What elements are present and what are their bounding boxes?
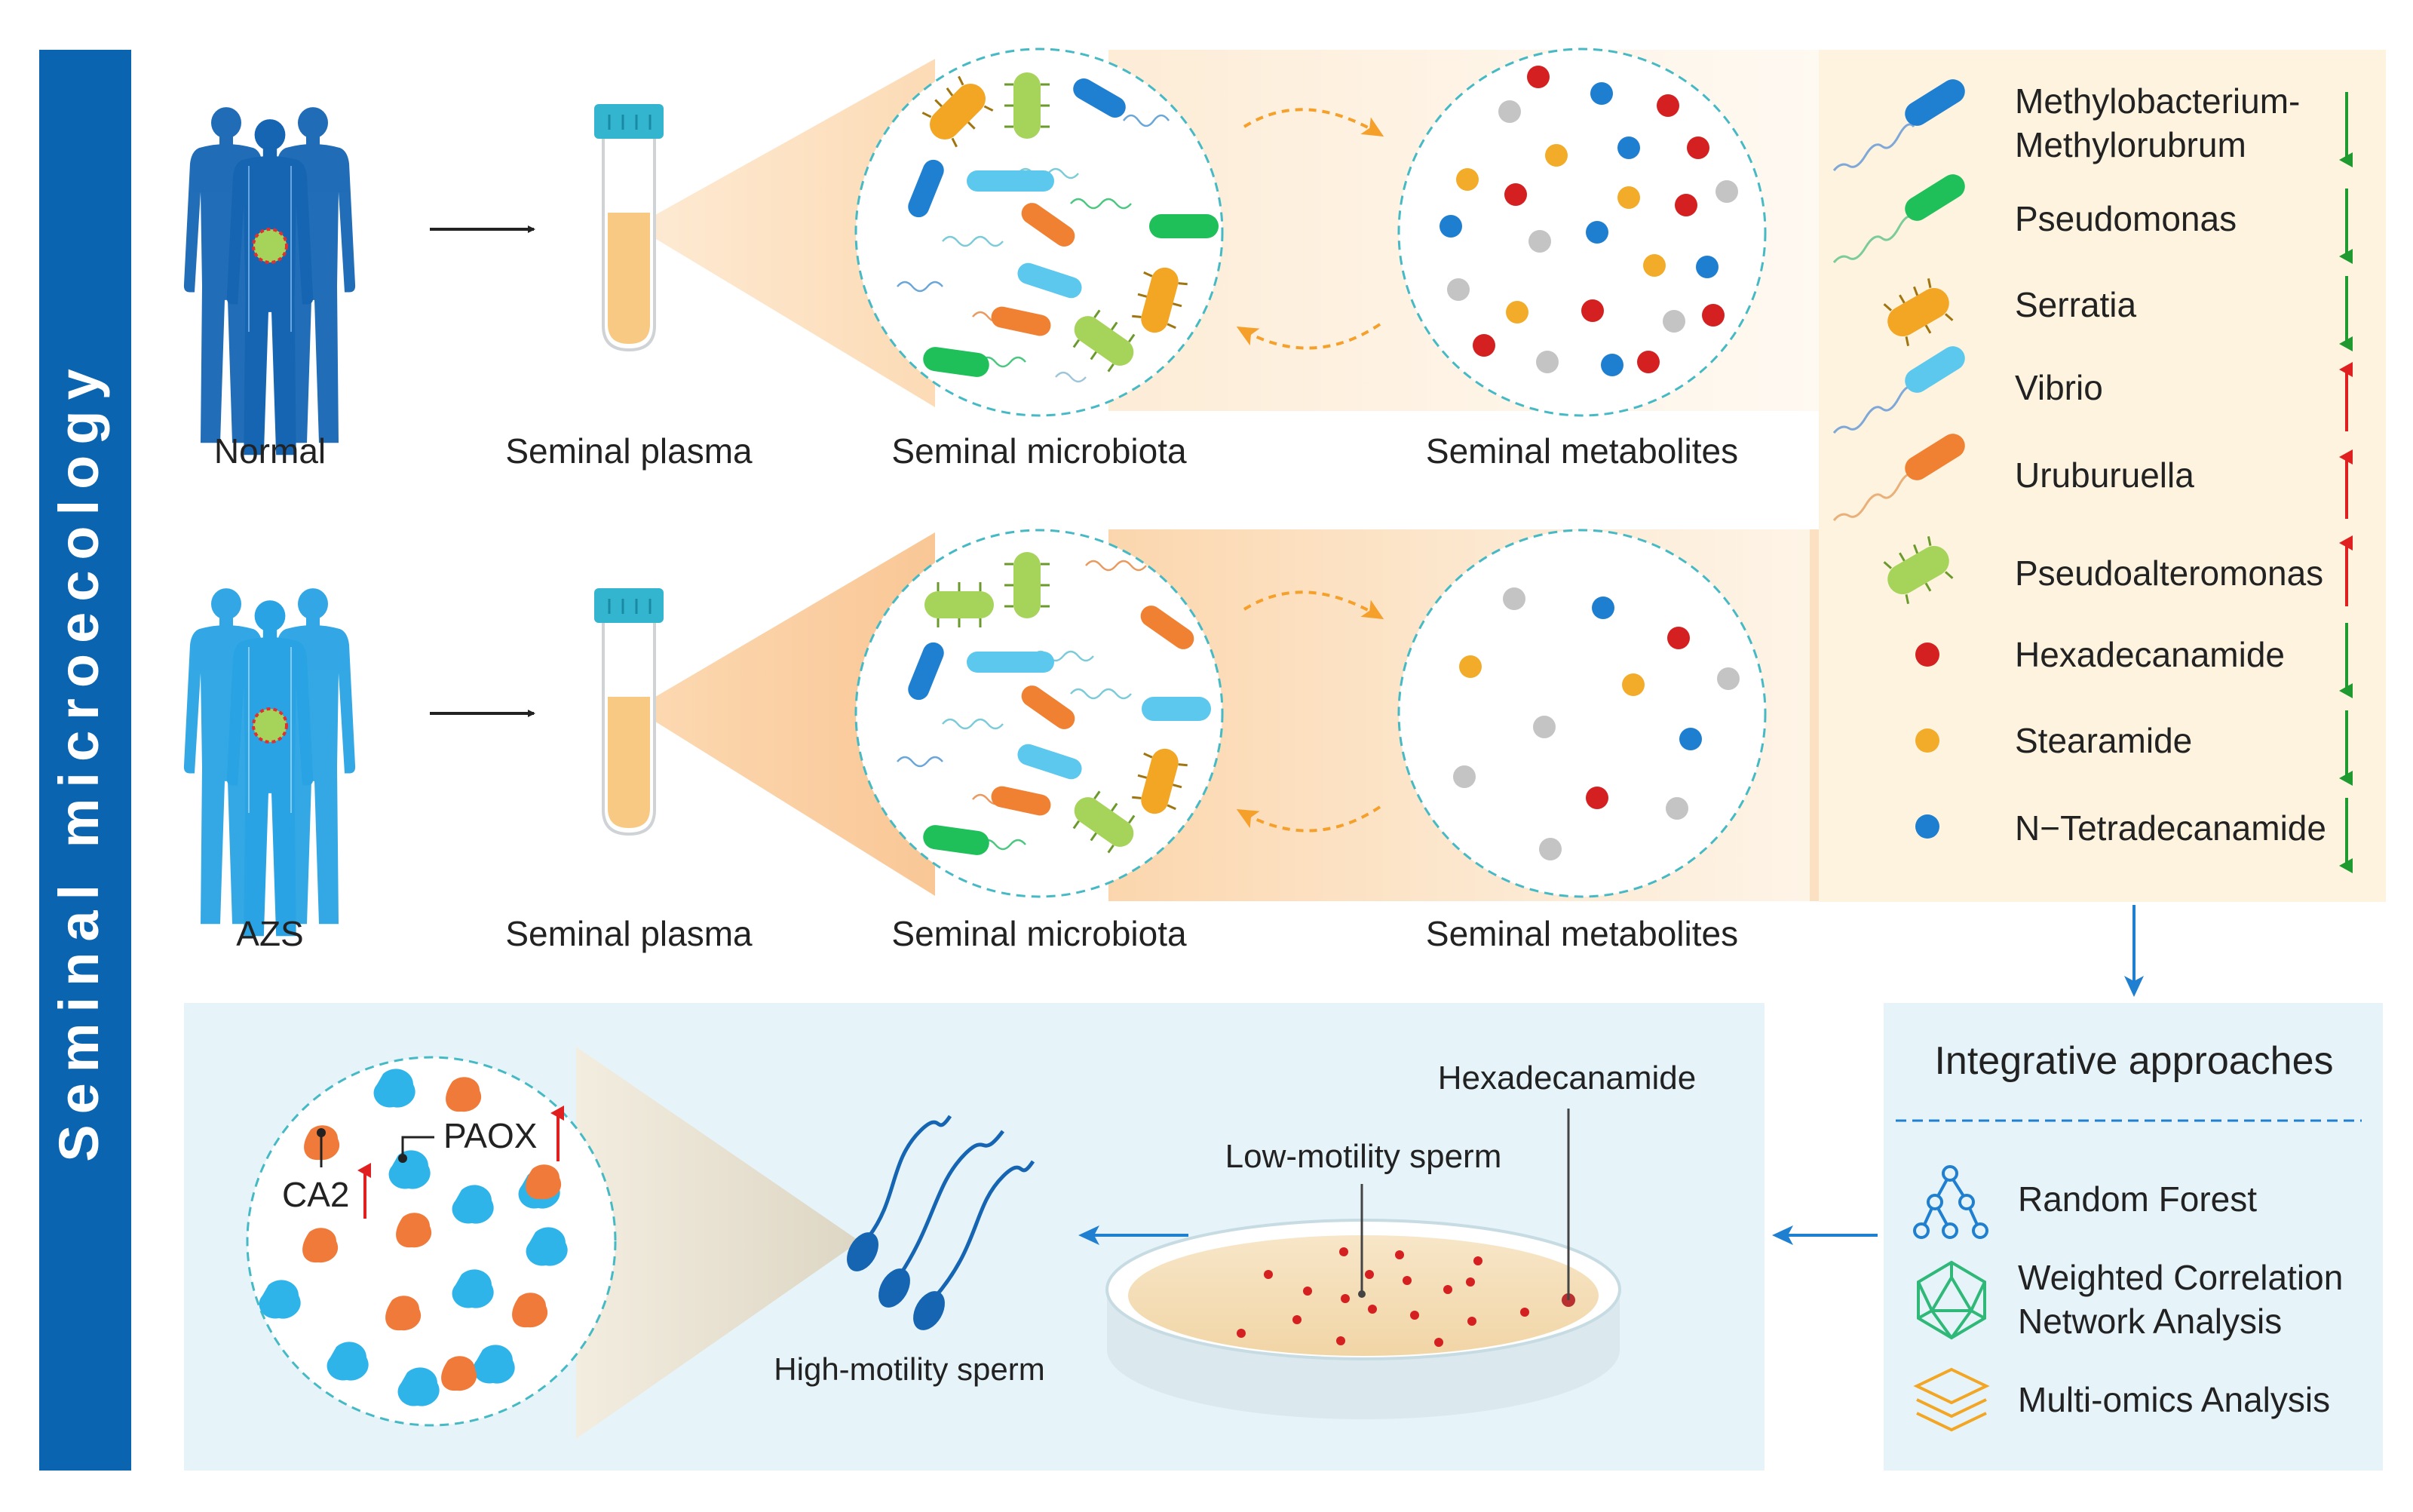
network-icosahedron-icon <box>1917 1260 1986 1340</box>
normal-people-icon <box>183 107 356 455</box>
azs-microbiota-circle <box>854 529 1224 898</box>
sperm-zoom-cone <box>576 1047 860 1439</box>
protein-zoom-circle <box>246 1056 617 1427</box>
method-label: Random Forest <box>2018 1179 2257 1219</box>
layers-icon <box>1913 1367 1990 1432</box>
legend-icon-uruburuella <box>1832 434 1965 521</box>
method-label: Multi-omics Analysis <box>2018 1380 2330 1419</box>
normal-microbiota-label: Seminal microbiota <box>891 431 1187 471</box>
azs-plasma-label: Seminal plasma <box>505 914 753 953</box>
legend: Methylobacterium- Methylorubrum Pseudomo… <box>1832 79 2353 873</box>
azs-feedback-arrow-left <box>1236 805 1381 833</box>
legend-label: Hexadecanamide <box>2015 635 2285 674</box>
petri-dish-icon <box>1105 1109 1621 1419</box>
azs-tube-icon <box>594 588 664 836</box>
legend-label: Uruburuella <box>2015 455 2194 495</box>
legend-icon-pseudoalteromonas <box>1883 535 1954 605</box>
normal-tube-icon <box>594 104 664 352</box>
legend-label: Serratia <box>2015 285 2136 324</box>
azs-people-icon <box>183 588 356 937</box>
legend-label: Vibrio <box>2015 368 2103 407</box>
normal-zoom-cone <box>635 59 935 407</box>
normal-feedback-arrow-right <box>1243 108 1384 137</box>
hexadecanamide-label: Hexadecanamide <box>1438 1060 1696 1096</box>
random-forest-icon <box>1913 1165 1988 1239</box>
side-label: Seminal microecology <box>48 358 110 1162</box>
azs-feedback-arrow-right <box>1243 590 1384 620</box>
azs-metabolites-circle <box>1397 529 1767 898</box>
low-motility-label: Low-motility sperm <box>1225 1138 1502 1175</box>
legend-label: Pseudoalteromonas <box>2015 554 2323 593</box>
azs-group-label: AZS <box>236 914 303 953</box>
legend-icon-vibrio <box>1832 346 1965 434</box>
legend-label: N−Tetradecanamide <box>2015 808 2326 848</box>
normal-metabolites-circle <box>1397 48 1767 417</box>
legend-icon-pseudomonas <box>1832 174 1965 263</box>
legend-label: Pseudomonas <box>2015 199 2237 238</box>
side-bar <box>39 50 131 1471</box>
legend-icon-serratia <box>1883 278 1954 347</box>
integrative-panel: Integrative approaches Random Forest Wei… <box>1884 1003 2383 1471</box>
method-label: Weighted Correlation <box>2018 1258 2343 1297</box>
normal-plasma-label: Seminal plasma <box>505 431 753 471</box>
integrative-title: Integrative approaches <box>1934 1039 2333 1083</box>
legend-icon-methylobacterium <box>1832 79 1965 171</box>
azs-zoom-cone <box>635 532 935 896</box>
azs-microbiota-label: Seminal microbiota <box>891 914 1187 953</box>
legend-label: Stearamide <box>2015 721 2192 760</box>
paox-label: PAOX <box>443 1116 537 1155</box>
normal-microbiota-circle <box>854 48 1224 417</box>
method-label: Network Analysis <box>2018 1302 2282 1341</box>
high-motility-label: High-motility sperm <box>774 1351 1044 1387</box>
legend-icon-n-tetradecanamide <box>1915 814 1939 839</box>
legend-label: Methylobacterium- <box>2015 81 2300 121</box>
azs-metabolites-label: Seminal metabolites <box>1426 914 1738 953</box>
normal-metabolites-label: Seminal metabolites <box>1426 431 1738 471</box>
high-motility-sperm-icon <box>847 1115 1035 1330</box>
normal-feedback-arrow-left <box>1236 323 1381 350</box>
normal-group-label: Normal <box>214 431 326 471</box>
legend-icon-stearamide <box>1915 728 1939 753</box>
legend-icon-hexadecanamide <box>1915 643 1939 667</box>
ca2-label: CA2 <box>282 1175 349 1214</box>
legend-label: Methylorubrum <box>2015 125 2246 164</box>
